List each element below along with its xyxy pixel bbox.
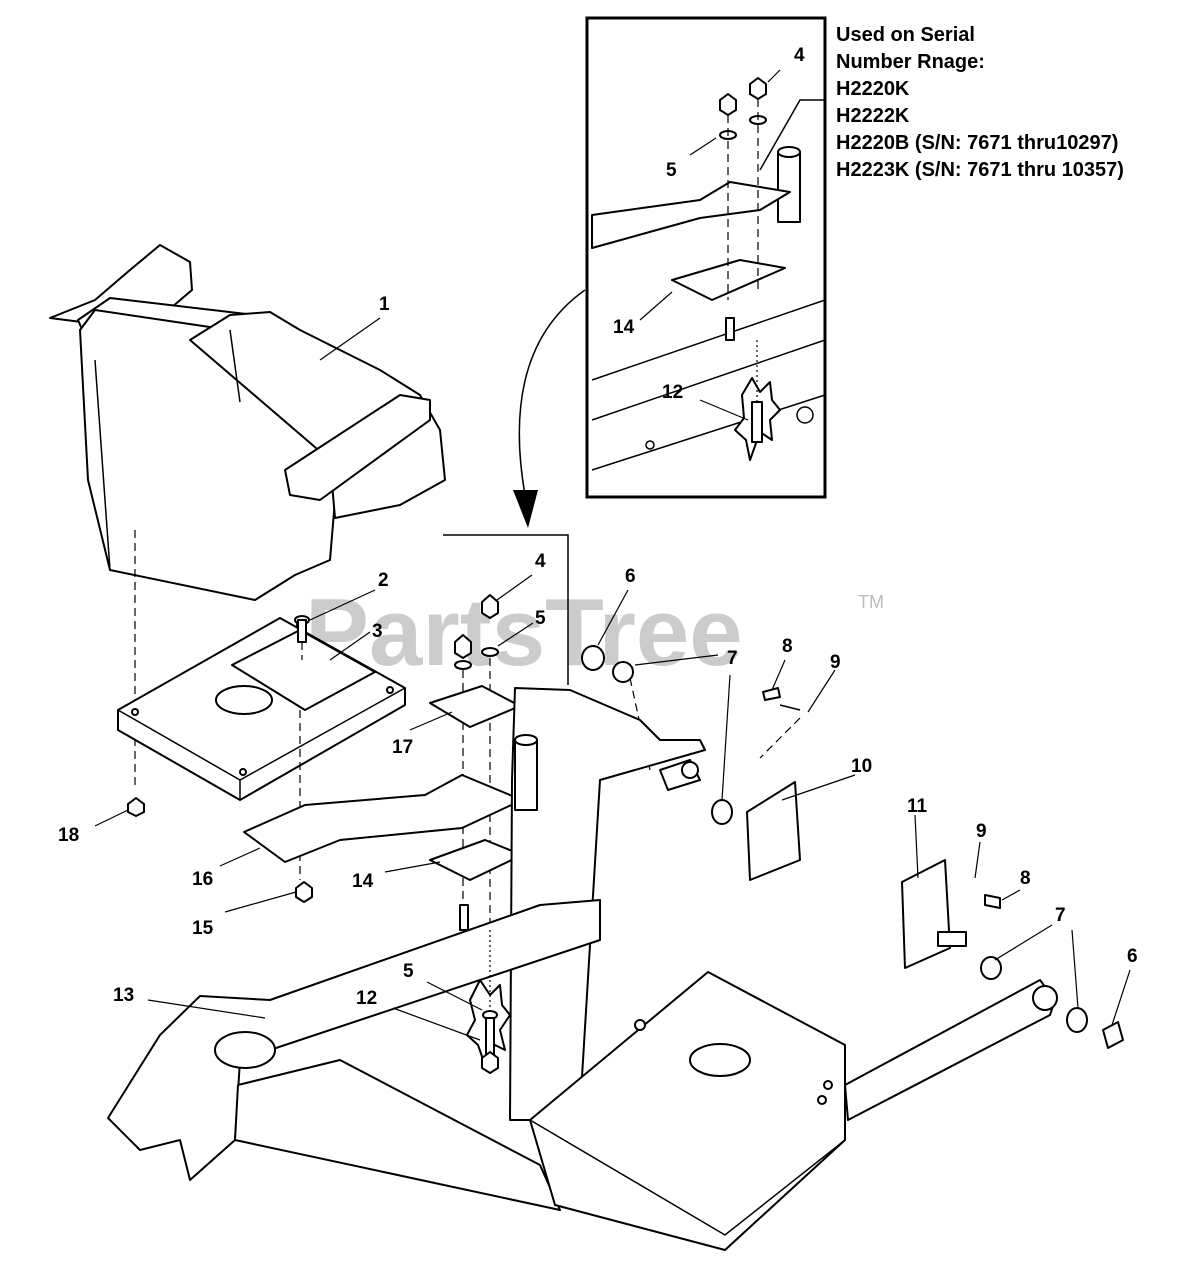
reference-arrow <box>443 289 586 685</box>
seat <box>49 244 446 790</box>
serial-note-line: H2223K (S/N: 7671 thru 10357) <box>836 159 1124 181</box>
callout-6b: 6 <box>1127 946 1138 967</box>
callout-5b: 5 <box>403 961 414 982</box>
callout-9a: 9 <box>830 652 841 673</box>
callout-inset-14: 14 <box>613 317 635 338</box>
watermark-tm: TM <box>858 592 884 612</box>
callout-17: 17 <box>392 737 413 758</box>
callout-5a: 5 <box>535 608 546 629</box>
callout-13: 13 <box>113 985 134 1006</box>
callout-16: 16 <box>192 869 213 890</box>
callout-inset-4: 4 <box>794 45 805 66</box>
callouts: 4 5 14 12 1 2 3 4 5 6 7 7 8 9 10 11 9 8 … <box>58 45 1138 1009</box>
callout-18: 18 <box>58 825 79 846</box>
callout-4: 4 <box>535 551 546 572</box>
callout-14: 14 <box>352 871 374 892</box>
watermark-text: PartsTree <box>305 579 743 686</box>
serial-note-line: H2220K <box>836 78 910 100</box>
frame <box>107 687 1058 1251</box>
inset-detail <box>585 16 827 499</box>
callout-inset-12: 12 <box>662 382 683 403</box>
callout-6a: 6 <box>625 566 636 587</box>
serial-note-line: Used on Serial <box>836 24 975 46</box>
seat-pan <box>117 615 406 880</box>
callout-12: 12 <box>356 988 377 1009</box>
leader-lines <box>94 317 1131 1041</box>
callout-15: 15 <box>192 918 214 939</box>
callout-1: 1 <box>379 294 390 315</box>
callout-11: 11 <box>907 796 928 817</box>
callout-2: 2 <box>378 570 389 591</box>
callout-inset-5: 5 <box>666 160 677 181</box>
callout-8a: 8 <box>782 636 793 657</box>
serial-note-line: H2222K <box>836 105 910 127</box>
callout-7c: 7 <box>1055 905 1066 926</box>
callout-7b: 7 <box>727 648 738 669</box>
callout-8b: 8 <box>1020 868 1031 889</box>
serial-note-line: H2220B (S/N: 7671 thru10297) <box>836 132 1119 154</box>
side-brackets <box>581 645 1124 1049</box>
serial-number-note: Used on Serial Number Rnage: H2220K H222… <box>836 22 1186 184</box>
callout-10: 10 <box>851 756 872 777</box>
watermark: PartsTree TM <box>305 579 884 686</box>
callout-9b: 9 <box>976 821 987 842</box>
callout-3: 3 <box>372 621 383 642</box>
serial-note-line: Number Rnage: <box>836 51 985 73</box>
